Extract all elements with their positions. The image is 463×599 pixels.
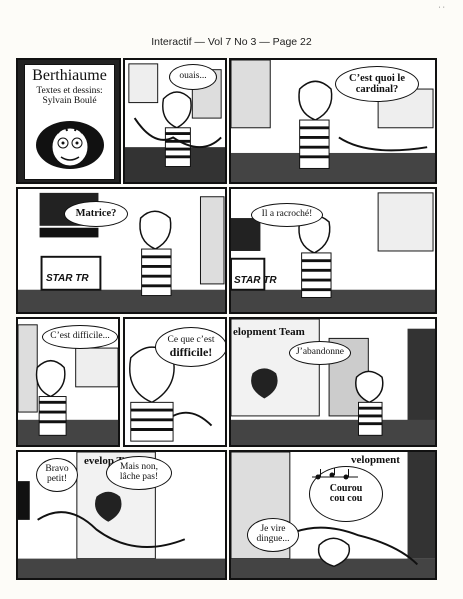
speech-bubble: Il a racroché! — [251, 203, 323, 227]
page-header: Interactif — Vol 7 No 3 — Page 22 — [151, 36, 312, 48]
speech-bubble: Je vire dingue... — [247, 518, 299, 552]
floor-scene — [231, 452, 435, 578]
panel-r1-2: ouais... — [123, 58, 227, 184]
panel-r2-2: STAR TR Il a racroché! — [229, 187, 437, 314]
speech-bubble: C’est difficile... — [42, 325, 118, 349]
panel-r3-2: Ce que c’est difficile! — [123, 317, 227, 447]
title-card: Berthiaume Textes et dessins: Sylvain Bo… — [24, 64, 115, 180]
panel-r4-2: velopment Courou cou cou Je vire dingue.… — [229, 450, 437, 580]
song-text: Courou cou cou — [329, 482, 363, 504]
panel-title: Berthiaume Textes et dessins: Sylvain Bo… — [16, 58, 121, 184]
credits-line-1: Textes et dessins: — [36, 86, 103, 96]
speech-bubble: C’est quoi le cardinal? — [335, 66, 419, 102]
speech-bubble: Matrice? — [64, 201, 128, 227]
office-scene — [231, 319, 435, 445]
thought-bubble: J’abandonne — [289, 341, 351, 365]
sign-text: velopment — [351, 454, 400, 466]
speech-bubble: ouais... — [169, 64, 217, 90]
panel-r3-3: elopment Team J’abandonne — [229, 317, 437, 447]
corner-marks: · · — [438, 4, 445, 11]
credits-line-2: Sylvain Boulé — [42, 96, 97, 106]
sign-text: elopment Team — [233, 326, 305, 338]
panel-r3-1: C’est difficile... — [16, 317, 120, 447]
bubble-line-2: difficile! — [169, 344, 213, 359]
speech-bubble: Ce que c’est difficile! — [155, 327, 225, 367]
tv-screen-text: STAR TR — [46, 273, 89, 284]
panel-r1-3: C’est quoi le cardinal? — [229, 58, 437, 184]
panel-r4-1: evelop Team Bravo petit! Mais non, lâche… — [16, 450, 227, 580]
comic-title: Berthiaume — [32, 67, 107, 84]
character-portrait — [36, 121, 104, 169]
song-bubble: Courou cou cou — [309, 466, 383, 522]
bubble-line-1: Ce que c’est — [167, 334, 215, 345]
speech-bubble: Bravo petit! — [36, 458, 78, 492]
music-note-icon — [312, 468, 358, 480]
panel-r2-1: STAR TR Matrice? — [16, 187, 227, 314]
tv-screen-text: STAR TR — [234, 275, 277, 286]
speech-bubble: Mais non, lâche pas! — [106, 456, 172, 490]
